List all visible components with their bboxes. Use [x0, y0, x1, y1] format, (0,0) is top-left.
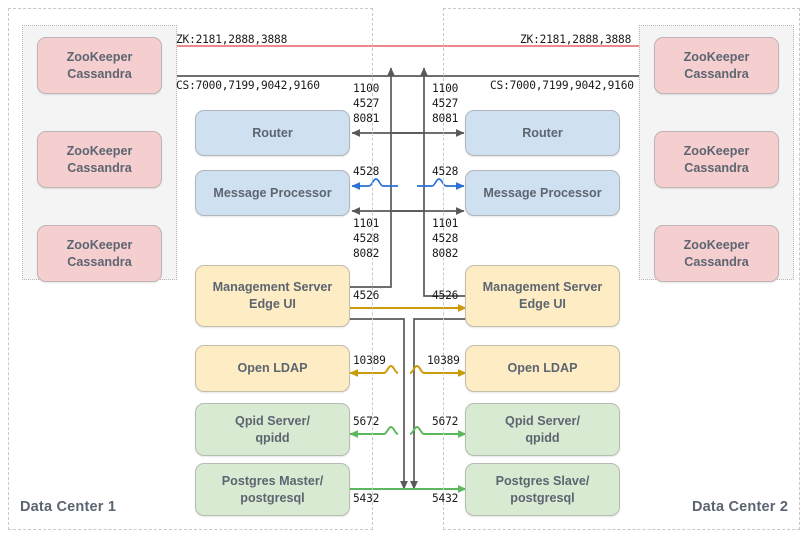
node-postgres-left[interactable]: Postgres Master/postgresql [195, 463, 350, 516]
label-mp-ports-right: 1101 4528 8082 [432, 217, 459, 261]
node-line1: Management Server [482, 280, 603, 294]
label-qpid-port-right: 5672 [432, 415, 459, 428]
label-mp-4528-left: 4528 [353, 165, 380, 178]
data-center-2-label: Data Center 2 [692, 499, 789, 515]
link-mp-4528-left [351, 178, 398, 190]
label-postgres-port-left: 5432 [353, 492, 380, 505]
data-center-1-frame [8, 8, 373, 530]
label-zookeeper-ports-right: ZK:2181,2888,3888 [520, 33, 632, 46]
node-line1: Postgres Slave/ [495, 473, 590, 488]
label-ldap-port-right: 10389 [427, 354, 460, 367]
label-router-ports-right: 1100 4527 8081 [432, 82, 459, 126]
label-ldap-port-left: 10389 [353, 354, 386, 367]
node-message-processor-right[interactable]: Message Processor [465, 170, 620, 216]
node-line1: ZooKeeper [66, 49, 133, 64]
node-line2: Cassandra [67, 254, 132, 269]
node-line2: Edge UI [519, 297, 566, 311]
trunk-right-up [420, 67, 466, 297]
node-router-right[interactable]: Router [465, 110, 620, 156]
label-mp-4528-right: 4528 [432, 165, 459, 178]
node-line2: Cassandra [684, 254, 749, 269]
node-line1: Qpid Server/ [505, 413, 580, 428]
node-line1: Postgres Master/ [221, 473, 324, 488]
node-line1: Router [522, 125, 563, 140]
node-line2: postgresql [510, 490, 575, 505]
node-line1: Message Processor [213, 185, 332, 200]
label-cassandra-ports-left: CS:7000,7199,9042,9160 [176, 79, 320, 92]
node-line1: ZooKeeper [66, 143, 133, 158]
data-center-1-label: Data Center 1 [20, 499, 117, 515]
label-mgmt-port-right: 4526 [432, 289, 459, 302]
node-message-processor-left[interactable]: Message Processor [195, 170, 350, 216]
label-qpid-port-left: 5672 [353, 415, 380, 428]
label-zookeeper-ports-left: ZK:2181,2888,3888 [176, 33, 288, 46]
data-center-2-frame [443, 8, 800, 530]
node-line1: ZooKeeper [683, 237, 750, 252]
link-mp-4528-right [417, 178, 465, 190]
trunk-mgmt-right-to-pg [410, 318, 466, 490]
node-line1: Open LDAP [237, 361, 308, 375]
node-line2: postgresql [240, 490, 305, 505]
node-line2: Cassandra [67, 160, 132, 175]
trunk-left-up [348, 67, 395, 288]
trunk-mgmt-left-to-pg [348, 318, 408, 490]
label-postgres-port-right: 5432 [432, 492, 459, 505]
node-qpid-right[interactable]: Qpid Server/qpidd [465, 403, 620, 456]
node-line1: ZooKeeper [683, 143, 750, 158]
node-qpid-left[interactable]: Qpid Server/qpidd [195, 403, 350, 456]
node-line1: ZooKeeper [683, 49, 750, 64]
link-ldap-left [349, 365, 399, 377]
node-line2: Cassandra [684, 160, 749, 175]
node-line2: qpidd [525, 430, 560, 445]
node-postgres-right[interactable]: Postgres Slave/postgresql [465, 463, 620, 516]
node-line2: Cassandra [67, 66, 132, 81]
link-qpid-left [349, 426, 399, 438]
node-router-left[interactable]: Router [195, 110, 350, 156]
label-cassandra-ports-right: CS:7000,7199,9042,9160 [490, 79, 634, 92]
node-line1: Qpid Server/ [235, 413, 310, 428]
node-line1: ZooKeeper [66, 237, 133, 252]
node-open-ldap-left[interactable]: Open LDAP [195, 345, 350, 392]
node-line1: Open LDAP [507, 361, 578, 375]
node-line1: Router [252, 125, 293, 140]
link-qpid-right [409, 426, 467, 438]
node-open-ldap-right[interactable]: Open LDAP [465, 345, 620, 392]
node-line2: Edge UI [249, 297, 296, 311]
node-line1: Message Processor [483, 185, 602, 200]
link-ldap-right [409, 365, 467, 377]
node-line2: qpidd [255, 430, 290, 445]
node-line1: Management Server [212, 280, 333, 294]
label-router-ports-left: 1100 4527 8081 [353, 82, 380, 126]
label-mp-ports-left: 1101 4528 8082 [353, 217, 380, 261]
node-line2: Cassandra [684, 66, 749, 81]
label-mgmt-port-left: 4526 [353, 289, 380, 302]
